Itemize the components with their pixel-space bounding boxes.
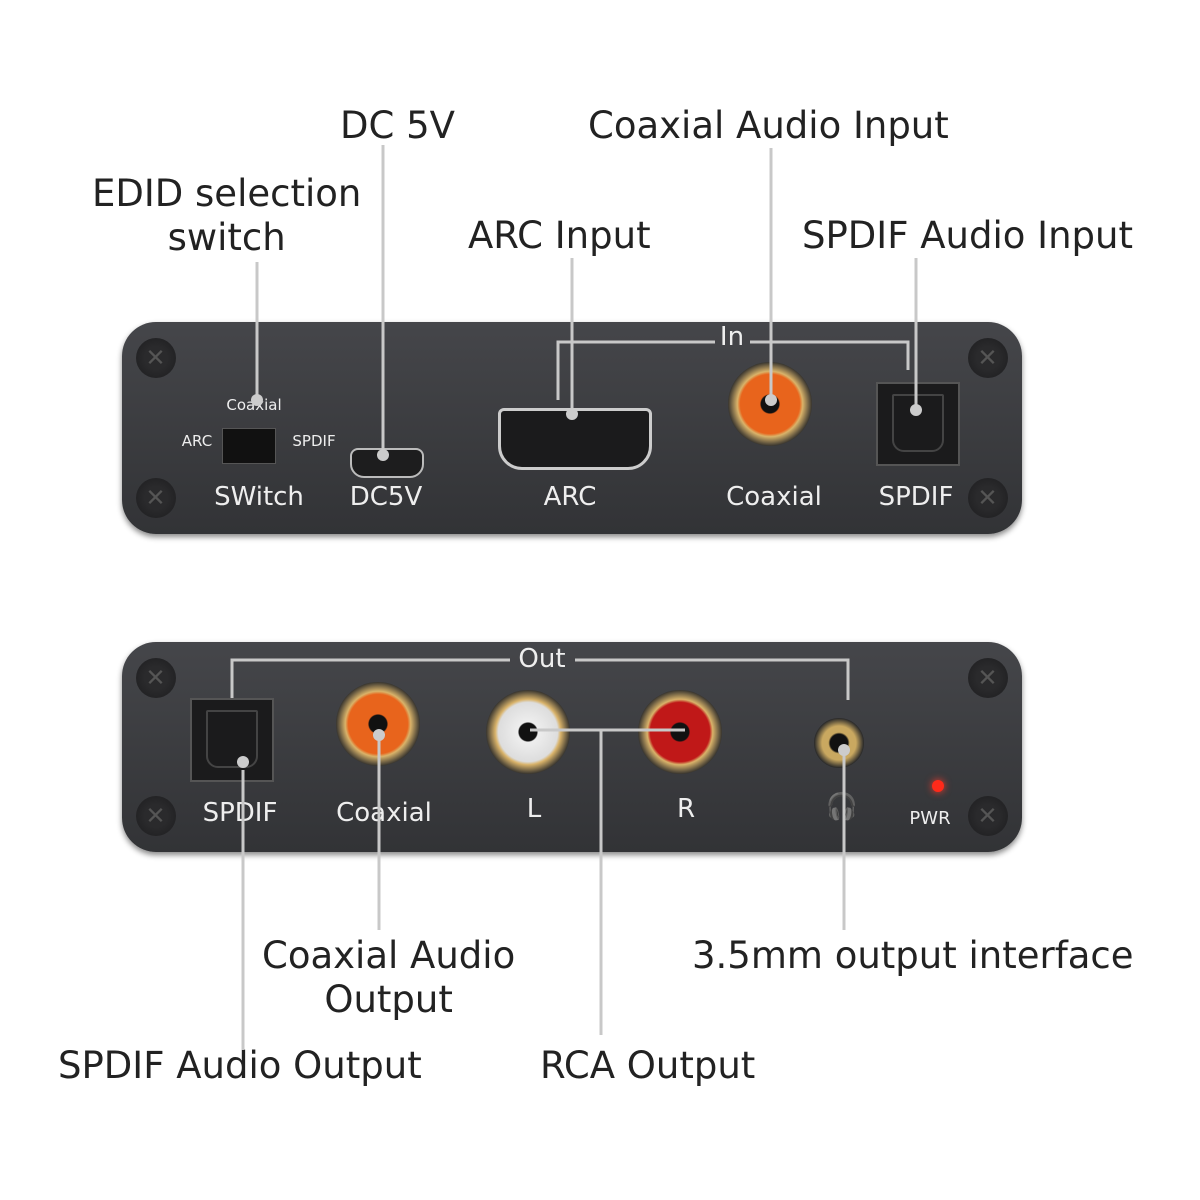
spdif-input-port [876,382,960,466]
switch-coaxial-label: Coaxial [226,396,282,414]
spdif-out-label: SPDIF [202,798,278,828]
callout-coaxial-output-line2: Output [324,978,453,1021]
rca-left-jack [486,690,570,774]
callout-headphone-output: 3.5mm output interface [692,934,1134,977]
rca-right-jack [638,690,722,774]
spdif-output-port [190,698,274,782]
screw-icon [136,796,176,836]
switch-arc-label: ARC [181,432,213,450]
screw-icon [968,338,1008,378]
coaxial-out-label: Coaxial [336,798,432,828]
pwr-label: PWR [909,808,951,829]
screw-icon [136,338,176,378]
micro-usb-port [350,448,424,478]
headphone-jack [814,718,864,768]
callout-coaxial-output-line1: Coaxial Audio [262,934,516,977]
screw-icon [136,658,176,698]
coaxial-output-jack [336,682,420,766]
callout-spdif-output: SPDIF Audio Output [58,1044,422,1087]
switch-spdif-label: SPDIF [292,432,336,450]
out-group-label: Out [518,644,566,674]
edid-selection-switch[interactable] [222,428,276,464]
output-panel: Out SPDIF Coaxial L R 🎧 PWR [122,642,1022,852]
callout-edid-switch: EDID selection switch [92,172,361,260]
coaxial-input-jack [728,362,812,446]
callout-edid-line1: EDID selection [92,172,362,215]
power-led [932,780,944,792]
callout-coaxial-output: Coaxial Audio Output [262,934,515,1022]
input-panel: In Coaxial ARC SPDIF SWitch DC5V ARC Coa… [122,322,1022,534]
callout-rca-output: RCA Output [540,1044,756,1087]
callout-coaxial-input: Coaxial Audio Input [588,104,949,147]
callout-arc-input: ARC Input [468,214,651,257]
screw-icon [968,658,1008,698]
screw-icon [968,478,1008,518]
in-group-label: In [719,322,745,352]
screw-icon [136,478,176,518]
screw-icon [968,796,1008,836]
coaxial-label: Coaxial [726,482,822,512]
callout-dc5v: DC 5V [340,104,455,147]
dc5v-label: DC5V [349,482,423,512]
left-label: L [526,794,542,824]
spdif-label: SPDIF [878,482,954,512]
switch-label: SWitch [214,482,304,512]
callout-edid-line2: switch [167,216,286,259]
arc-label: ARC [543,482,597,512]
headphone-icon: 🎧 [825,792,859,822]
callout-spdif-input: SPDIF Audio Input [802,214,1133,257]
hdmi-arc-port [498,408,652,470]
right-label: R [676,794,696,824]
